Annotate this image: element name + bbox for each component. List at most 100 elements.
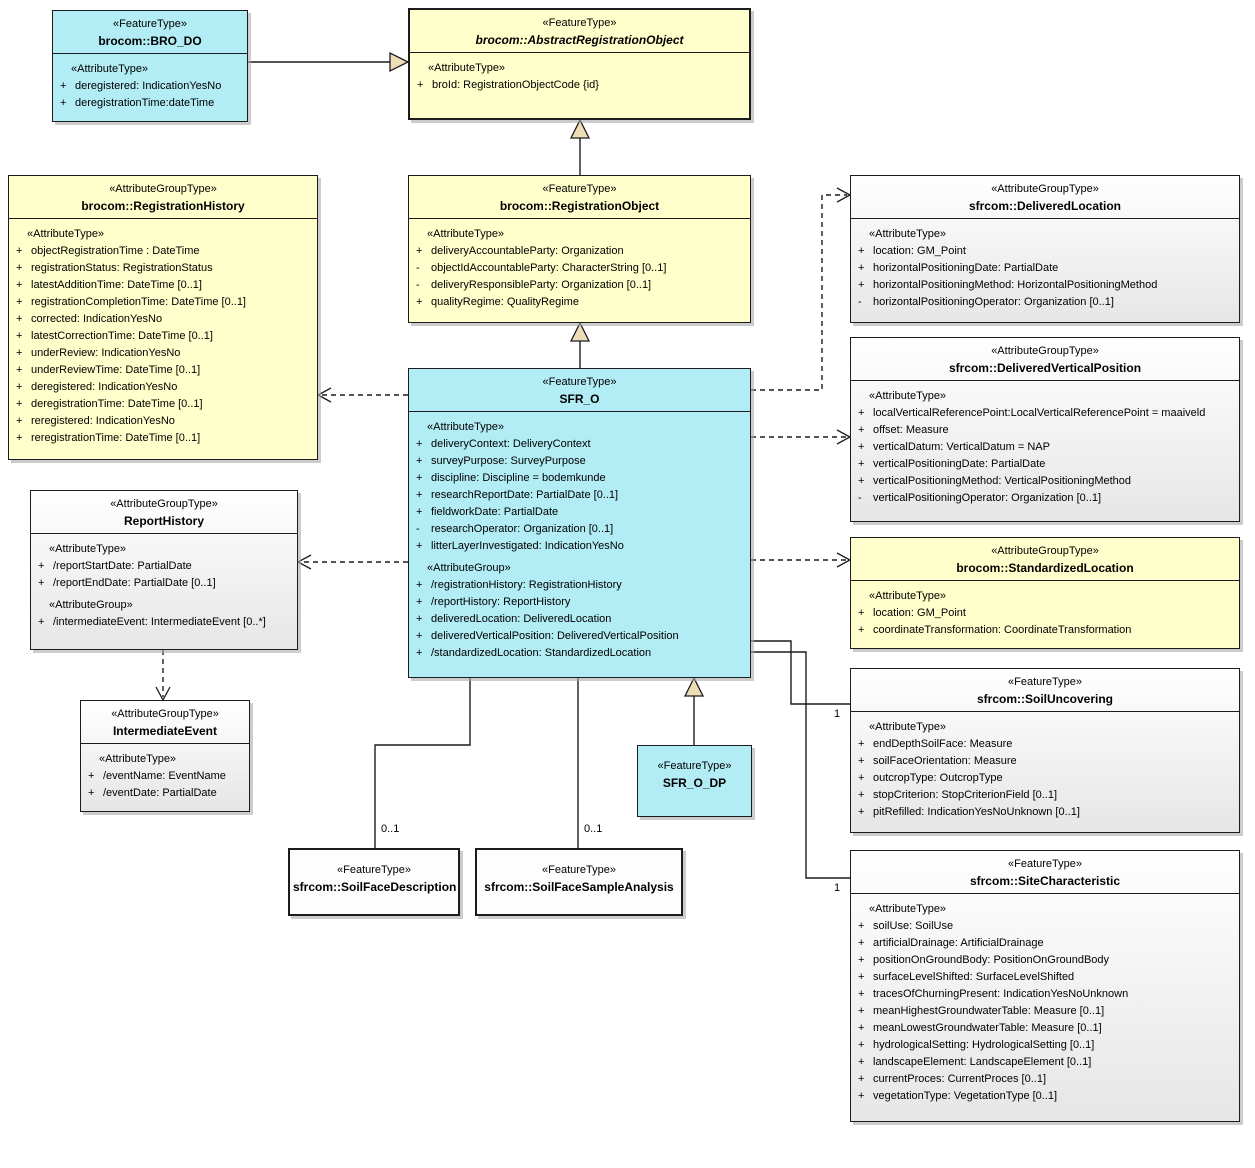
class-header: «FeatureType»SFR_O_DP bbox=[638, 746, 751, 795]
class-name: brocom::AbstractRegistrationObject bbox=[475, 33, 684, 47]
visibility-marker: + bbox=[858, 1073, 865, 1085]
uml-class-bro-do: «FeatureType»brocom::BRO_DO«AttributeTyp… bbox=[52, 10, 248, 122]
attribute-row: +stopCriterion: StopCriterionField [0..1… bbox=[856, 787, 1236, 804]
attribute-row: +deliveryAccountableParty: Organization bbox=[414, 243, 747, 260]
visibility-marker: + bbox=[38, 616, 45, 628]
attribute-row: +latestCorrectionTime: DateTime [0..1] bbox=[14, 328, 314, 345]
attribute-text: qualityRegime: QualityRegime bbox=[431, 296, 579, 308]
attribute-text: objectIdAccountableParty: CharacterStrin… bbox=[431, 262, 667, 274]
class-attribute-compartment: «AttributeType»+/reportStartDate: Partia… bbox=[31, 534, 297, 634]
class-stereotype: «AttributeGroupType» bbox=[991, 545, 1099, 557]
association-sfr-o-to-soil-face-description bbox=[374, 678, 471, 848]
class-attribute-compartment: «AttributeType»+soilUse: SoilUse+artific… bbox=[851, 894, 1239, 1108]
attribute-text: stopCriterion: StopCriterionField [0..1] bbox=[873, 789, 1058, 801]
section-label: «AttributeGroup» bbox=[427, 562, 511, 574]
attribute-text: deliveryContext: DeliveryContext bbox=[431, 438, 591, 450]
association-sfr-o-to-soil-uncovering bbox=[751, 640, 850, 705]
attribute-row: +qualityRegime: QualityRegime bbox=[414, 294, 747, 311]
class-attribute-compartment: «AttributeType»+localVerticalReferencePo… bbox=[851, 381, 1239, 510]
attribute-row: +underReviewTime: DateTime [0..1] bbox=[14, 362, 314, 379]
attribute-row: +/eventName: EventName bbox=[86, 768, 246, 785]
class-header: «FeatureType»sfrcom::SoilUncovering bbox=[851, 669, 1239, 712]
section-label: «AttributeType» bbox=[869, 903, 947, 915]
class-stereotype: «AttributeGroupType» bbox=[109, 183, 217, 195]
class-name: brocom::RegistrationObject bbox=[499, 199, 660, 213]
attribute-text: deliveredVerticalPosition: DeliveredVert… bbox=[431, 630, 679, 642]
attribute-text: verticalPositioningMethod: VerticalPosit… bbox=[873, 475, 1132, 487]
class-attribute-compartment: «AttributeType»+endDepthSoilFace: Measur… bbox=[851, 712, 1239, 824]
attribute-text: verticalDatum: VerticalDatum = NAP bbox=[873, 441, 1050, 453]
multiplicity-label: 0..1 bbox=[381, 823, 400, 835]
visibility-marker: + bbox=[416, 540, 423, 552]
visibility-marker: + bbox=[416, 613, 423, 625]
section-label: «AttributeType» bbox=[49, 543, 127, 555]
attribute-text: coordinateTransformation: CoordinateTran… bbox=[873, 624, 1132, 636]
attribute-text: deregistrationTime:dateTime bbox=[75, 97, 215, 109]
attribute-text: offset: Measure bbox=[873, 424, 949, 436]
attribute-text: location: GM_Point bbox=[873, 607, 966, 619]
class-attribute-compartment: «AttributeType»+deliveryContext: Deliver… bbox=[409, 412, 750, 665]
visibility-marker: + bbox=[16, 313, 23, 325]
attribute-text: registrationCompletionTime: DateTime [0.… bbox=[31, 296, 246, 308]
attribute-row: +/registrationHistory: RegistrationHisto… bbox=[414, 577, 747, 594]
visibility-marker: + bbox=[416, 472, 423, 484]
dependency-sfr-o-to-delivered-vertical-position bbox=[751, 429, 852, 445]
generalization-sfr-o-to-registration-object bbox=[569, 321, 591, 368]
section-label: «AttributeType» bbox=[428, 62, 506, 74]
attribute-text: discipline: Discipline = bodemkunde bbox=[431, 472, 606, 484]
visibility-marker: + bbox=[858, 1090, 865, 1102]
attribute-row: +tracesOfChurningPresent: IndicationYesN… bbox=[856, 986, 1236, 1003]
attribute-row: +/reportHistory: ReportHistory bbox=[414, 594, 747, 611]
attribute-row: +meanHighestGroundwaterTable: Measure [0… bbox=[856, 1003, 1236, 1020]
attribute-row: -horizontalPositioningOperator: Organiza… bbox=[856, 294, 1236, 311]
class-attribute-compartment: «AttributeType»+objectRegistrationTime :… bbox=[9, 219, 317, 450]
attribute-row: +location: GM_Point bbox=[856, 243, 1236, 260]
attribute-text: /eventName: EventName bbox=[103, 770, 226, 782]
class-attribute-compartment: «AttributeType»+/eventName: EventName+/e… bbox=[81, 744, 249, 805]
attribute-text: reregistered: IndicationYesNo bbox=[31, 415, 175, 427]
uml-class-sfr-o: «FeatureType»SFR_O«AttributeType»+delive… bbox=[408, 368, 751, 678]
class-stereotype: «FeatureType» bbox=[542, 376, 617, 388]
class-header: «FeatureType»sfrcom::SoilFaceDescription bbox=[290, 850, 458, 899]
class-header: «AttributeGroupType»sfrcom::DeliveredLoc… bbox=[851, 176, 1239, 219]
dependency-sfr-o-to-delivered-location bbox=[751, 187, 852, 391]
visibility-marker: + bbox=[416, 647, 423, 659]
attribute-row: +deregistrationTime: DateTime [0..1] bbox=[14, 396, 314, 413]
attribute-row: +/standardizedLocation: StandardizedLoca… bbox=[414, 645, 747, 662]
attribute-row: +localVerticalReferencePoint:LocalVertic… bbox=[856, 405, 1236, 422]
attribute-text: litterLayerInvestigated: IndicationYesNo bbox=[431, 540, 624, 552]
attribute-text: registrationStatus: RegistrationStatus bbox=[31, 262, 213, 274]
attribute-text: /registrationHistory: RegistrationHistor… bbox=[431, 579, 622, 591]
class-header: «FeatureType»brocom::RegistrationObject bbox=[409, 176, 750, 219]
visibility-marker: + bbox=[416, 489, 423, 501]
class-header: «FeatureType»sfrcom::SoilFaceSampleAnaly… bbox=[477, 850, 681, 899]
dependency-sfr-o-to-report-history bbox=[296, 554, 408, 570]
uml-class-registration-object: «FeatureType»brocom::RegistrationObject«… bbox=[408, 175, 751, 323]
class-header: «AttributeGroupType»ReportHistory bbox=[31, 491, 297, 534]
class-header: «FeatureType»brocom::AbstractRegistratio… bbox=[410, 10, 749, 53]
uml-class-soil-uncovering: «FeatureType»sfrcom::SoilUncovering«Attr… bbox=[850, 668, 1240, 833]
attribute-row: +reregistrationTime: DateTime [0..1] bbox=[14, 430, 314, 447]
visibility-marker: + bbox=[16, 381, 23, 393]
attribute-text: localVerticalReferencePoint:LocalVertica… bbox=[873, 407, 1206, 419]
visibility-marker: + bbox=[16, 245, 23, 257]
attribute-text: latestCorrectionTime: DateTime [0..1] bbox=[31, 330, 213, 342]
visibility-marker: + bbox=[858, 424, 865, 436]
class-name: sfrcom::SiteCharacteristic bbox=[969, 874, 1121, 888]
attribute-row: +vegetationType: VegetationType [0..1] bbox=[856, 1088, 1236, 1105]
class-name: sfrcom::SoilUncovering bbox=[976, 692, 1114, 706]
attribute-row: +hydrologicalSetting: HydrologicalSettin… bbox=[856, 1037, 1236, 1054]
class-name: sfrcom::SoilFaceSampleAnalysis bbox=[484, 880, 674, 894]
class-name: sfrcom::DeliveredVerticalPosition bbox=[948, 361, 1142, 375]
attribute-text: latestAdditionTime: DateTime [0..1] bbox=[31, 279, 202, 291]
attribute-text: deregistered: IndicationYesNo bbox=[31, 381, 178, 393]
association-sfr-o-to-site-characteristic bbox=[751, 651, 850, 879]
class-header: «AttributeGroupType»sfrcom::DeliveredVer… bbox=[851, 338, 1239, 381]
attribute-row: +deregistered: IndicationYesNo bbox=[58, 78, 244, 95]
class-header: «AttributeGroupType»brocom::Standardized… bbox=[851, 538, 1239, 581]
visibility-marker: + bbox=[16, 364, 23, 376]
multiplicity-label: 1 bbox=[834, 882, 841, 894]
visibility-marker: + bbox=[858, 624, 865, 636]
class-stereotype: «AttributeGroupType» bbox=[991, 183, 1099, 195]
attribute-row: +verticalPositioningDate: PartialDate bbox=[856, 456, 1236, 473]
